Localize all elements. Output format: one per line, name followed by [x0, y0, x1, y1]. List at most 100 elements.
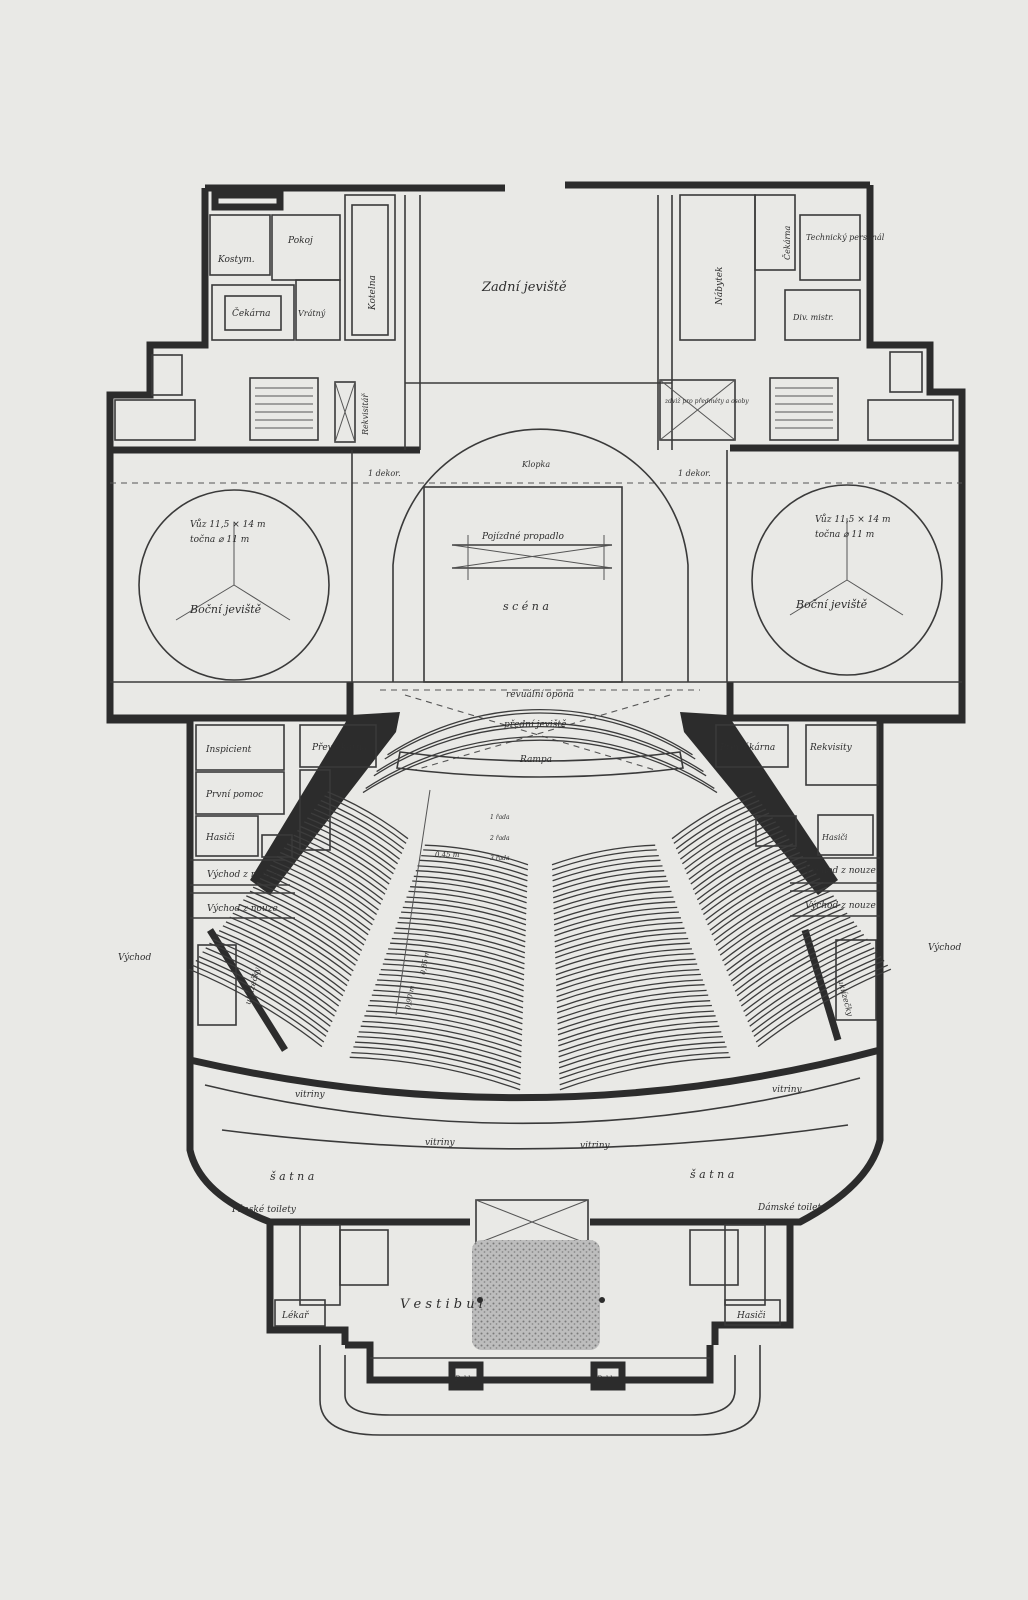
seat-row	[406, 896, 527, 921]
turntable-right	[751, 484, 943, 676]
label-pokladna-left: Pokl.	[454, 1375, 472, 1383]
seat-row	[198, 955, 329, 1033]
seat-row	[384, 958, 524, 987]
label-voz-left-2: točna ⌀ 11 m	[190, 534, 249, 545]
label-rada-3: 3 řada	[490, 855, 510, 862]
label-pokoj: Pokoj	[287, 236, 313, 246]
seat-row	[297, 829, 390, 885]
seat-row	[757, 968, 892, 1048]
label-uklizecky-right: uklízečky	[836, 978, 855, 1017]
label-pojizdne: Pojízdné propadlo	[481, 531, 565, 542]
label-rampa: Rampa	[519, 755, 552, 765]
label-vychod-left: Východ	[118, 952, 151, 963]
seat-row	[730, 912, 848, 982]
seat-row	[747, 947, 875, 1023]
seat-row	[357, 1035, 522, 1069]
seat-row	[324, 795, 407, 844]
seat-row	[675, 799, 760, 850]
seat-row	[421, 854, 528, 877]
vestibule-carpet	[472, 1240, 600, 1350]
seat-row	[705, 860, 807, 921]
seat-row	[555, 942, 690, 970]
label-voz-right-1: Vůz 11,5 × 14 m	[815, 513, 890, 525]
label-lekar: Lékař	[281, 1310, 309, 1321]
seat-row	[556, 973, 701, 1003]
seat-row	[707, 864, 810, 926]
label-dekor-right: 1 dekor.	[678, 469, 711, 478]
seat-row	[393, 932, 525, 959]
label-vychod-nouze-left-2: Východ z nouze	[207, 903, 278, 914]
seat-row	[751, 955, 882, 1033]
seat-row	[557, 1010, 714, 1042]
seat-row	[551, 849, 657, 871]
seat-row	[212, 938, 337, 1013]
seat-row	[371, 994, 523, 1025]
seat-row	[391, 937, 525, 965]
rampa-orchestra	[396, 751, 684, 778]
seat-row	[553, 886, 670, 910]
seat-row	[732, 916, 851, 987]
seat-row	[558, 1025, 720, 1058]
label-rada-2: 2 řada	[489, 835, 510, 842]
seat-row	[276, 855, 378, 916]
turntable-left	[138, 489, 330, 681]
label-dim-1: 0,45 m	[435, 851, 460, 859]
seat-row	[270, 864, 373, 926]
seat-row	[555, 952, 694, 981]
seat-row-front	[373, 726, 707, 777]
seat-row	[559, 1041, 725, 1075]
seat-row	[552, 859, 661, 882]
seat-row	[397, 921, 526, 948]
label-div-mistr: Div. mistr.	[792, 313, 834, 322]
label-vitriny-1: vitriny	[295, 1090, 326, 1100]
seat-row	[557, 1004, 712, 1036]
seat-row	[195, 959, 327, 1037]
label-hasici-right: Hasiči	[821, 833, 848, 842]
stair-left-back	[255, 387, 313, 429]
seat-row	[749, 951, 878, 1027]
label-vitriny-2: vitriny	[425, 1138, 456, 1148]
seat-row	[419, 859, 528, 882]
seat-row	[686, 821, 777, 875]
label-kotelna: Kotelna	[368, 275, 378, 311]
seat-row	[380, 968, 524, 998]
label-hasici-vestibul: Hasiči	[736, 1310, 766, 1321]
seat-row	[412, 880, 527, 904]
foyer	[186, 1046, 884, 1436]
seat-row	[320, 799, 405, 850]
seat-row	[395, 927, 526, 954]
label-voz-right-2: točna ⌀ 11 m	[815, 529, 874, 540]
seat-row	[755, 964, 889, 1043]
seat-row	[300, 825, 392, 880]
label-vychod-nouze-right-1: Východ z nouze	[805, 865, 876, 876]
seat-row	[743, 938, 868, 1013]
seat-row	[556, 968, 700, 998]
auditorium-seating	[188, 708, 892, 1091]
label-cekarna-right: Čekárna	[783, 226, 792, 260]
seat-row	[222, 925, 344, 997]
seat-row	[557, 994, 709, 1025]
label-satna-right: š a t n a	[690, 1168, 734, 1181]
label-pokladna-right: Pokl.	[596, 1375, 614, 1383]
seat-row	[279, 851, 379, 911]
seat-row	[229, 916, 348, 987]
main-stage	[380, 428, 700, 771]
label-bocni-right: Boční jeviště	[795, 598, 868, 611]
label-vitriny-3: vitriny	[580, 1141, 611, 1151]
seat-row	[677, 803, 763, 855]
label-nabytek: Nábytek	[714, 267, 725, 306]
seat-row	[728, 907, 844, 977]
seat-row-front	[384, 712, 696, 760]
seat-row	[246, 895, 358, 962]
seat-row	[379, 973, 524, 1003]
seat-row	[232, 912, 350, 982]
label-vychod-right: Východ	[928, 942, 961, 953]
seat-row	[209, 942, 335, 1017]
seat-row	[313, 808, 401, 860]
seat-row	[236, 907, 352, 977]
label-predni: přední jeviště	[504, 719, 567, 730]
seat-row	[709, 869, 814, 931]
label-prevlekarna-right: Převlékárna	[719, 742, 775, 753]
label-prevlekarna-left: Převlékárna	[311, 742, 367, 753]
